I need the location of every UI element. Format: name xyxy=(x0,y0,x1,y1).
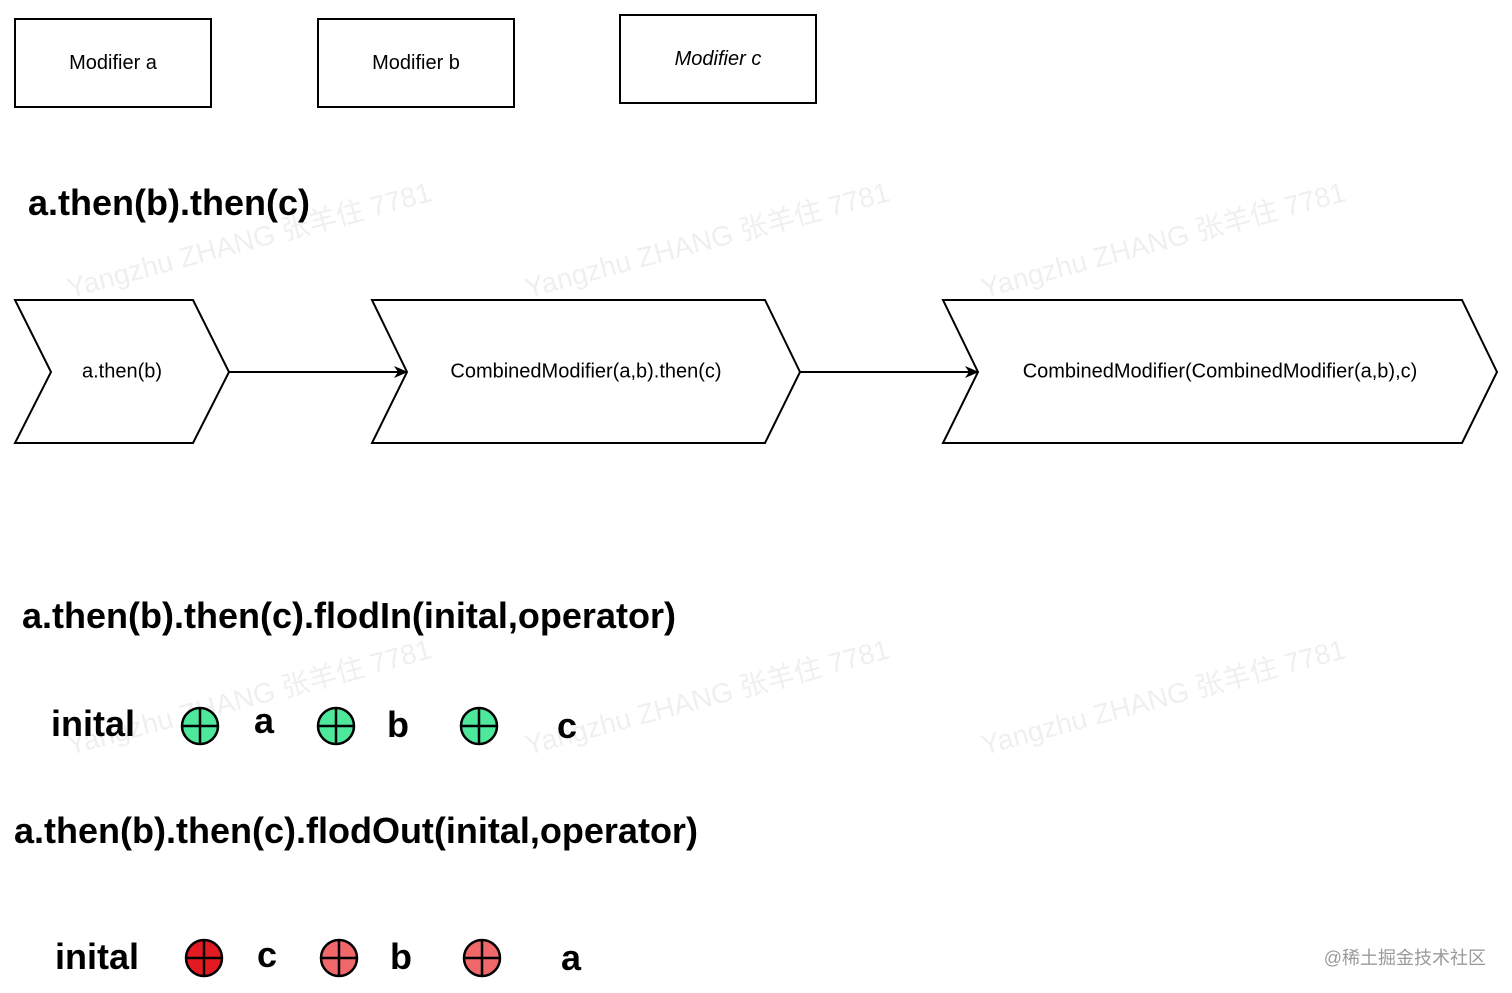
fold-in-item-c: c xyxy=(557,705,578,746)
fold-in-initial: inital xyxy=(51,703,136,744)
flow-step-1-label: a.then(b) xyxy=(81,360,163,383)
fold-in-heading: a.then(b).then(c).flodIn(inital,operator… xyxy=(22,595,676,636)
fold-out-item-b: b xyxy=(390,936,412,977)
fold-in-item-a: a xyxy=(254,700,275,741)
modifier-a-box: Modifier a xyxy=(14,18,212,108)
plus-circle-icon xyxy=(319,938,359,978)
fold-out-heading: a.then(b).then(c).flodOut(inital,operato… xyxy=(14,810,698,851)
fold-out-item-c: c xyxy=(257,934,278,975)
plus-circle-icon xyxy=(184,938,224,978)
plus-circle-icon xyxy=(459,706,499,746)
fold-out-initial: inital xyxy=(55,936,140,977)
modifier-b-box: Modifier b xyxy=(317,18,515,108)
plus-circle-icon xyxy=(180,706,220,746)
brand-watermark: @稀土掘金技术社区 xyxy=(1323,948,1486,968)
flow-step-2-label: CombinedModifier(a,b).then(c) xyxy=(450,360,722,383)
modifier-c-box: Modifier c xyxy=(619,14,817,104)
then-chain-heading: a.then(b).then(c) xyxy=(28,182,310,223)
fold-in-item-b: b xyxy=(387,704,409,745)
flow-step-1-shape xyxy=(13,299,231,444)
plus-circle-icon xyxy=(462,938,502,978)
fold-out-item-a: a xyxy=(561,937,582,978)
flow-step-3-label: CombinedModifier(CombinedModifier(a,b),c… xyxy=(1022,360,1418,383)
plus-circle-icon xyxy=(316,706,356,746)
